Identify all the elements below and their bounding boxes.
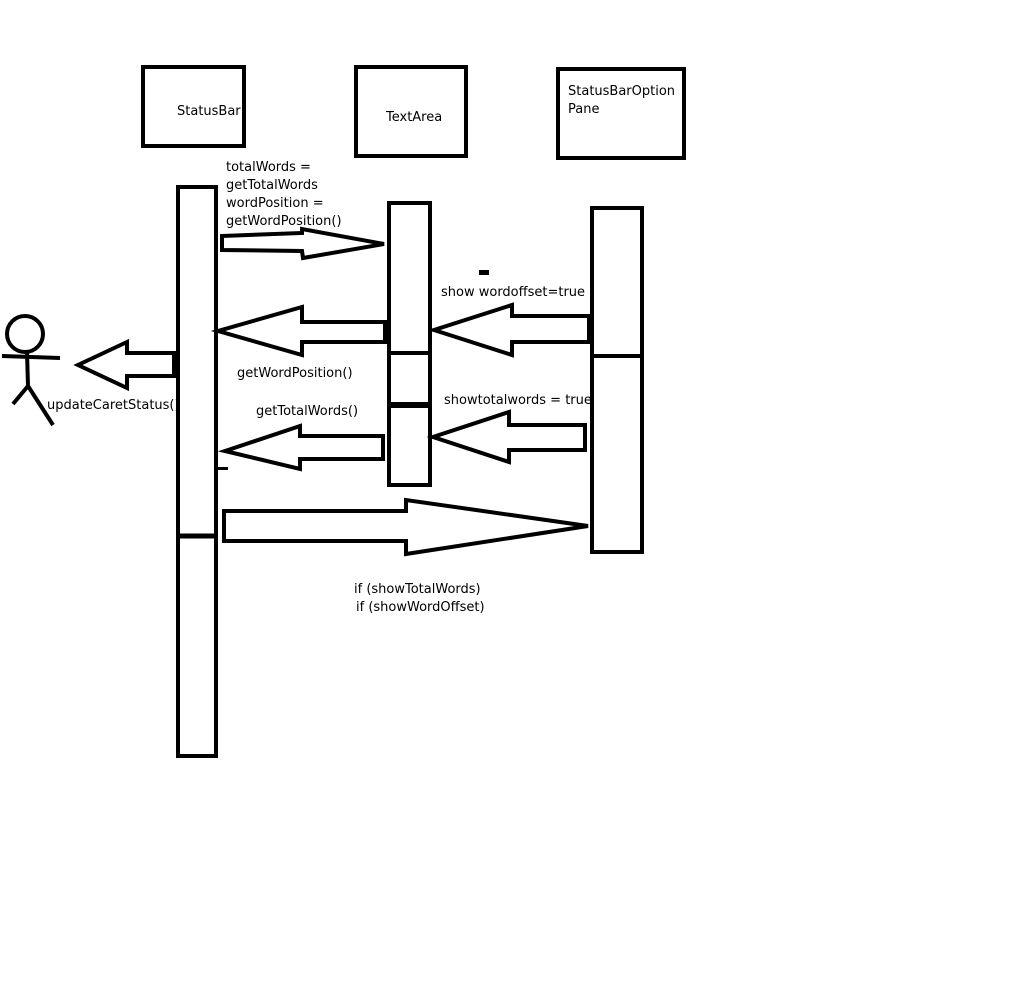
message-label-total-words-1: totalWords = — [226, 160, 311, 175]
stray-mark — [479, 270, 489, 275]
message-arrow-statusbar-to-textarea — [220, 226, 385, 261]
connector-mark — [383, 320, 389, 344]
message-label-if-show-word-offset: if (showWordOffset) — [356, 600, 485, 615]
message-label-word-position-1: wordPosition = — [226, 196, 324, 211]
message-arrow-optionpane-to-textarea-totalwords — [426, 409, 587, 465]
message-label-word-position-2: getWordPosition() — [226, 214, 342, 229]
message-arrow-textarea-to-statusbar-totalwords — [217, 423, 385, 472]
message-arrow-statusbar-to-user — [73, 338, 178, 392]
message-arrow-optionpane-to-textarea-wordoffset — [427, 302, 591, 358]
message-label-show-word-offset: show wordoffset=true — [441, 285, 585, 300]
message-label-get-word-position: getWordPosition() — [237, 366, 353, 381]
textarea-participant-label: TextArea — [385, 110, 442, 125]
connector-mark — [172, 352, 178, 376]
message-label-update-caret-status: updateCaretStatus() — [47, 398, 180, 413]
message-arrow-statusbar-to-optionpane — [222, 497, 589, 557]
optionpane-participant-label-line1: StatusBarOption — [568, 84, 675, 99]
message-label-if-show-total-words: if (showTotalWords) — [354, 582, 481, 597]
stray-mark — [217, 467, 228, 470]
message-arrow-textarea-to-statusbar-wordposition — [210, 304, 388, 358]
message-label-total-words-2: getTotalWords — [226, 178, 318, 193]
optionpane-activation-bar — [590, 206, 644, 554]
statusbar-activation-bar — [176, 185, 218, 758]
user-actor-icon — [1, 314, 61, 427]
statusbar-participant-box — [141, 65, 246, 148]
connector-mark — [587, 316, 592, 342]
textarea-participant-box — [354, 65, 468, 158]
message-label-show-total-words: showtotalwords = true — [444, 393, 592, 408]
statusbar-participant-label: StatusBar — [177, 104, 241, 119]
message-label-get-total-words: getTotalWords() — [256, 404, 358, 419]
textarea-activation-bar — [387, 201, 432, 487]
statusbaroptionpane-participant-box — [556, 67, 686, 160]
optionpane-participant-label-line2: Pane — [568, 102, 599, 117]
